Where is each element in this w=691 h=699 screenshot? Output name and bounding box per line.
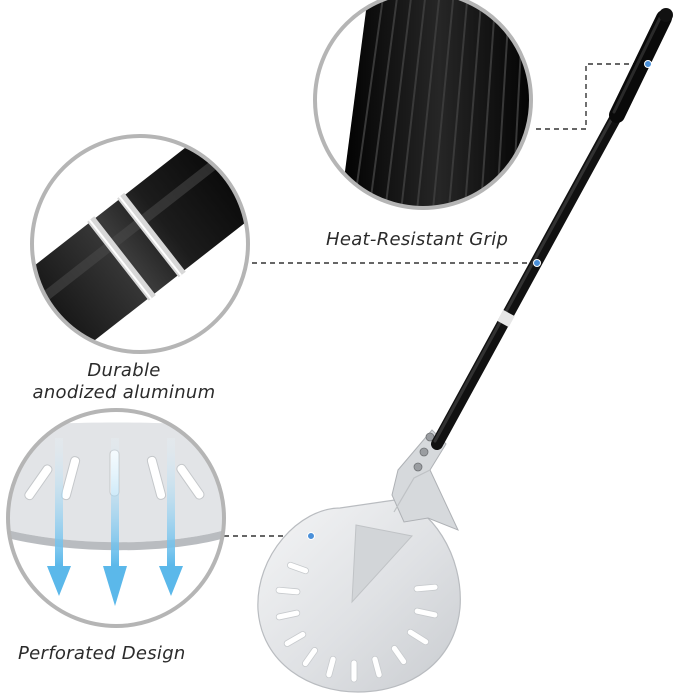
leader-line-grip xyxy=(536,63,648,130)
callout-label-perforated: Perforated Design xyxy=(18,643,186,664)
callout-label-grip: Heat-Resistant Grip xyxy=(326,229,509,250)
zoom-circle-perforated xyxy=(6,408,226,628)
callout-label-aluminum: Durable anodized aluminum xyxy=(18,360,230,404)
zoom-circle-aluminum xyxy=(30,134,250,354)
handle xyxy=(431,8,673,450)
anchor-dot-perforated xyxy=(307,532,315,540)
peel-blade xyxy=(257,429,461,693)
anchor-dot-aluminum xyxy=(533,259,541,267)
callout-label-aluminum-line2: anodized aluminum xyxy=(32,382,216,403)
callout-label-aluminum-line1: Durable xyxy=(87,360,161,381)
zoom-circle-grip xyxy=(313,0,533,210)
perforation-slots xyxy=(275,561,439,683)
airflow-arrows xyxy=(47,438,183,606)
anchor-dot-grip xyxy=(644,60,652,68)
